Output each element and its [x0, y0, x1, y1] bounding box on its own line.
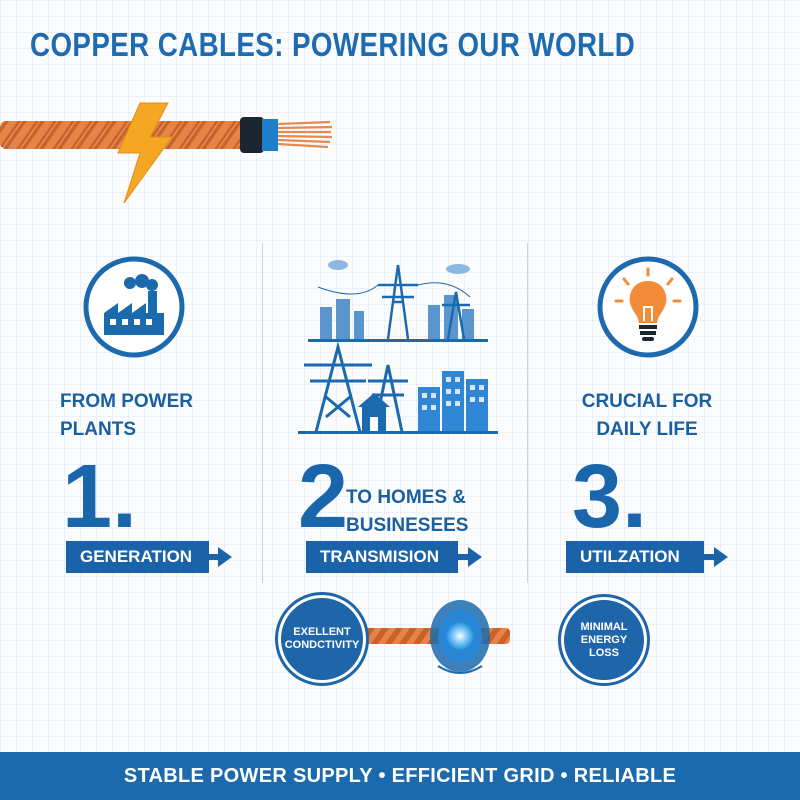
column-2-caption: TO HOMES & BUSINESEES [346, 484, 468, 540]
light-bulb-icon [597, 256, 699, 358]
caption-line: PLANTS [60, 419, 136, 440]
step-label: GENERATION [66, 541, 209, 573]
copper-cable-graphic [0, 102, 333, 204]
step-label: TRANSMISION [306, 541, 458, 573]
badge-line: EXELLENT [293, 626, 351, 638]
column-1-caption: FROM POWER PLANTS [60, 388, 210, 444]
energy-loss-badge: MINIMAL ENERGY LOSS [561, 597, 647, 683]
factory-icon [83, 256, 185, 358]
step-number: 3. [572, 447, 648, 547]
step-number: 1. [62, 447, 138, 547]
badge-line: CONDCTIVITY [284, 639, 360, 651]
arrow-right-icon [198, 547, 232, 567]
caption-line: TO HOMES & [346, 487, 466, 508]
divider [262, 243, 263, 583]
badge-line: LOSS [589, 646, 619, 659]
caption-line: DAILY LIFE [596, 419, 698, 440]
caption-line: BUSINESEES [346, 515, 469, 536]
arrow-right-icon [694, 547, 728, 567]
caption-line: CRUCIAL FOR [581, 391, 713, 412]
caption-line: FROM POWER [60, 391, 193, 412]
arrow-right-icon [448, 547, 482, 567]
lightning-bolt-icon [117, 102, 173, 204]
conductivity-badge: EXELLENT CONDCTIVITY [278, 595, 366, 683]
power-grid-icon [298, 260, 498, 434]
column-3-caption: CRUCIAL FOR DAILY LIFE [572, 388, 722, 444]
badge-line: MINIMAL [580, 620, 628, 633]
page-title: COPPER CABLES: POWERING OUR WORLD [30, 26, 636, 63]
divider [527, 243, 528, 583]
badge-line: ENERGY [580, 633, 628, 646]
step-number: 2 [298, 447, 349, 547]
footer-banner: STABLE POWER SUPPLY • EFFICIENT GRID • R… [0, 752, 800, 800]
step-label: UTILZATION [566, 541, 704, 573]
